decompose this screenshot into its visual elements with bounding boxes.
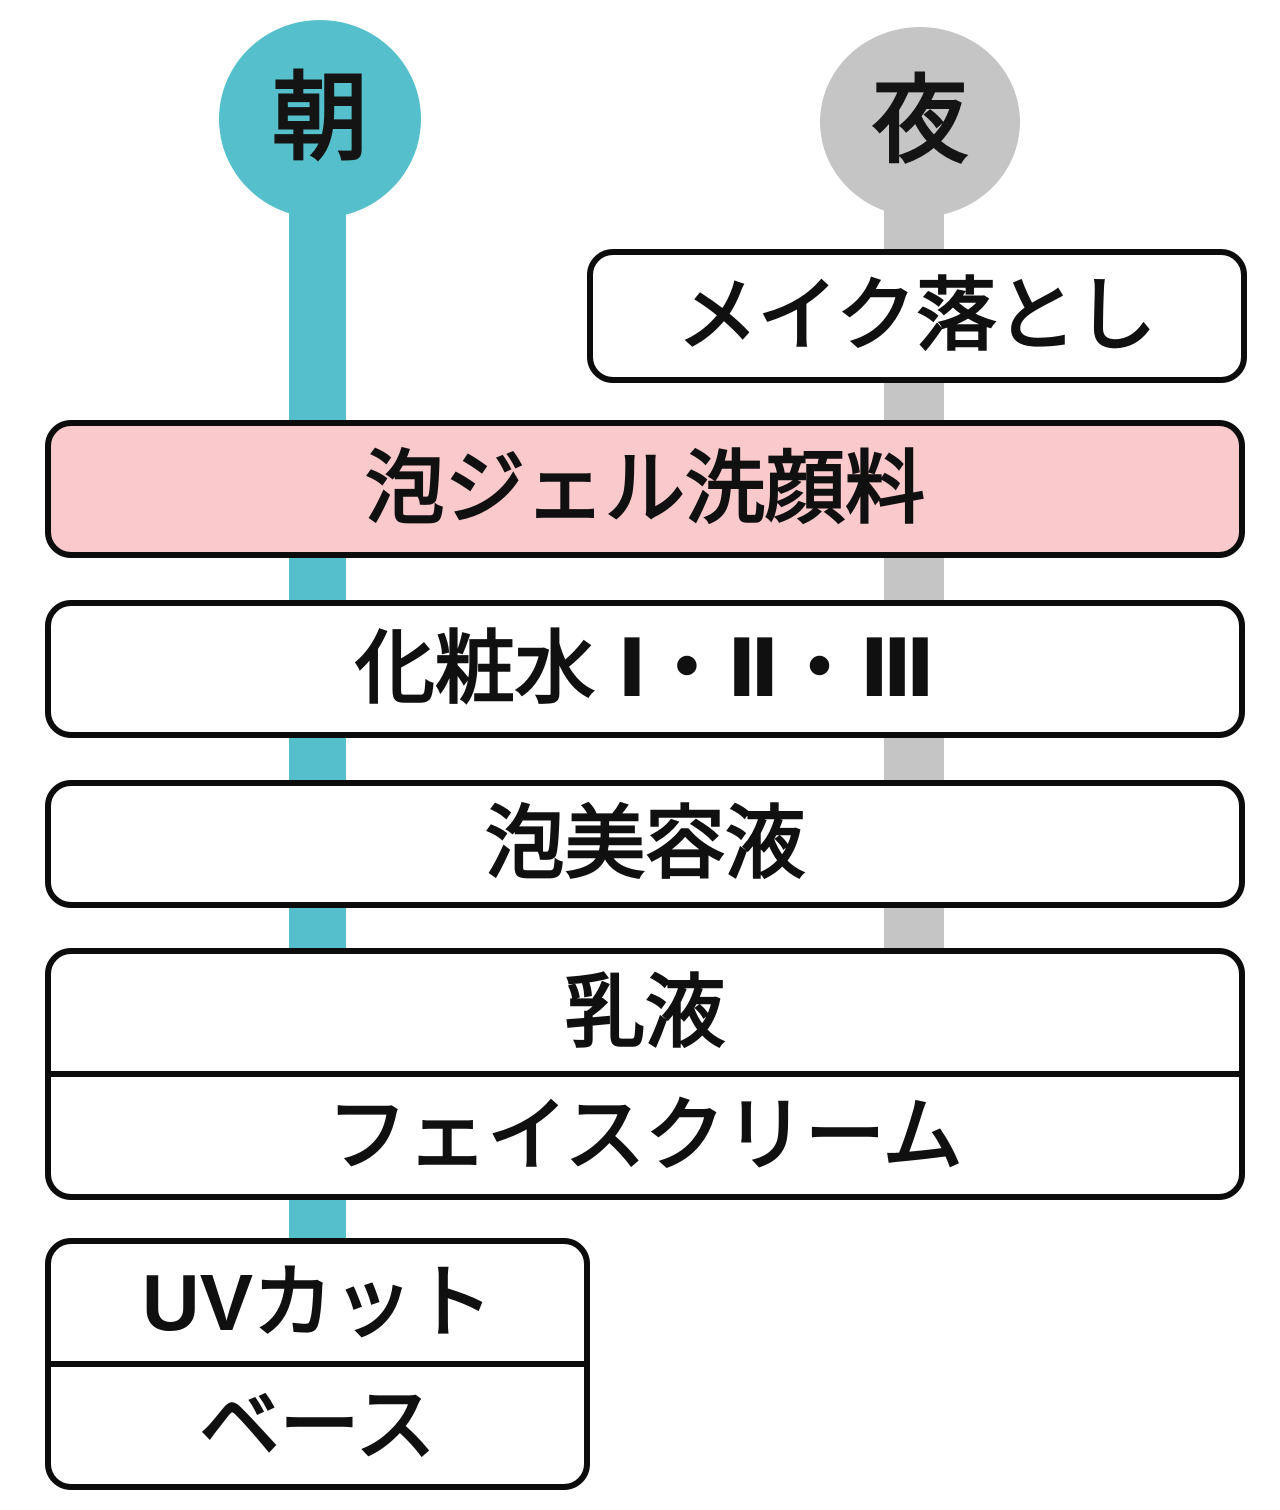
step-emulsion-facecream-group: 乳液 フェイスクリーム xyxy=(45,948,1245,1200)
morning-badge: 朝 xyxy=(219,20,421,218)
step-foam-gel-cleanser: 泡ジェル洗顔料 xyxy=(45,420,1245,558)
night-label: 夜 xyxy=(872,68,968,175)
step-uv-cut-label: UVカット xyxy=(141,1257,494,1347)
step-face-cream: フェイスクリーム xyxy=(51,1077,1239,1194)
step-makeup-remover: メイク落とし xyxy=(587,249,1247,383)
step-lotion-label: 化粧水 Ⅰ・Ⅱ・Ⅲ xyxy=(354,624,936,713)
step-foam-serum-label: 泡美容液 xyxy=(485,799,805,888)
step-uv-base-group: UVカット ベース xyxy=(45,1238,590,1490)
step-emulsion: 乳液 xyxy=(51,954,1239,1077)
step-base: ベース xyxy=(51,1367,584,1484)
step-foam-serum: 泡美容液 xyxy=(45,780,1245,908)
night-badge: 夜 xyxy=(820,27,1020,217)
step-emulsion-label: 乳液 xyxy=(565,967,725,1057)
morning-label: 朝 xyxy=(272,65,368,172)
step-lotion: 化粧水 Ⅰ・Ⅱ・Ⅲ xyxy=(45,600,1245,738)
step-uv-cut: UVカット xyxy=(51,1244,584,1367)
step-base-label: ベース xyxy=(199,1380,436,1470)
step-makeup-remover-label: メイク落とし xyxy=(677,271,1157,360)
step-foam-gel-cleanser-label: 泡ジェル洗顔料 xyxy=(365,444,925,533)
step-face-cream-label: フェイスクリーム xyxy=(327,1090,963,1180)
